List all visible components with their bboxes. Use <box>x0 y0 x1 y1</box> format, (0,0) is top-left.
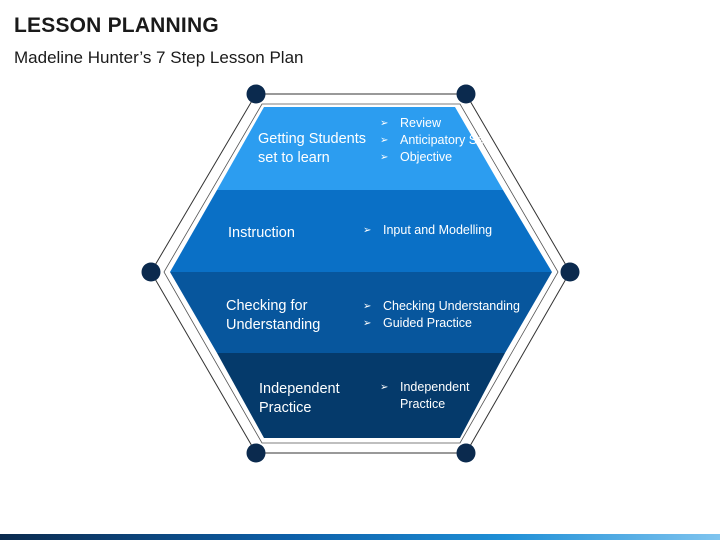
arrow-right-icon: ➢ <box>363 301 372 312</box>
node-top-left <box>246 84 266 104</box>
band-independent-practice <box>217 353 505 438</box>
page-title: LESSON PLANNING <box>14 14 219 37</box>
hexagon-inner-outline <box>163 103 559 444</box>
list-item: ➢Input and Modelling <box>363 223 493 237</box>
band-getting-students <box>217 107 503 190</box>
node-right <box>560 262 580 282</box>
step-bullets-2: ➢Input and Modelling <box>361 222 521 239</box>
arrow-right-icon: ➢ <box>363 225 372 236</box>
arrow-right-icon: ➢ <box>363 318 372 329</box>
step-title-3: Checking for Understanding <box>226 298 321 333</box>
footer-gradient-bar <box>0 534 720 540</box>
band-instruction <box>170 190 552 272</box>
arrow-right-icon: ➢ <box>380 382 389 393</box>
step-title-1: Getting Students set to learn <box>258 131 367 166</box>
list-item: ➢Guided Practice <box>363 316 472 330</box>
list-item: ➢Anticipatory Set <box>380 133 488 147</box>
list-item: ➢Independent Practice <box>380 380 470 411</box>
node-bottom-left <box>246 443 266 463</box>
step-bullets-4: ➢Independent Practice <box>378 379 478 413</box>
list-item: ➢Checking Understanding <box>363 299 520 313</box>
node-left <box>141 262 161 282</box>
page-subtitle: Madeline Hunter’s 7 Step Lesson Plan <box>14 48 304 67</box>
step-bullets-3: ➢Checking Understanding ➢Guided Practice <box>361 298 536 332</box>
band-checking-understanding <box>170 272 552 353</box>
step-bullets-1: ➢Review ➢Anticipatory Set ➢Objective <box>378 115 488 166</box>
arrow-right-icon: ➢ <box>380 152 389 163</box>
list-item: ➢Review <box>380 116 441 130</box>
node-top-right <box>456 84 476 104</box>
step-title-4: Independent Practice <box>259 381 340 416</box>
step-title-2: Instruction <box>228 225 295 241</box>
arrow-right-icon: ➢ <box>380 118 389 129</box>
node-bottom-right <box>456 443 476 463</box>
list-item: ➢Objective <box>380 150 453 164</box>
arrow-right-icon: ➢ <box>380 135 389 146</box>
